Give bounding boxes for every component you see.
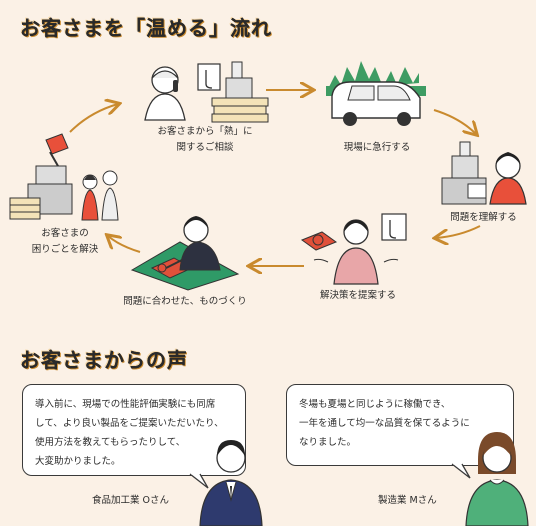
voice-text-2: 冬場も夏場と同じように稼働でき、 一年を通して均一な品質を保てるように なりまし… bbox=[299, 399, 470, 448]
voice-text-1: 導入前に、現場での性能評価実験にも同席 して、より良い製品をご提案いただいたり、… bbox=[35, 399, 224, 467]
arrow-resolved-to-consult bbox=[69, 104, 118, 133]
resolved-illustration bbox=[9, 133, 119, 221]
manufacturing-illustration bbox=[130, 216, 240, 291]
consultation-illustration bbox=[144, 61, 269, 123]
voice-bubble-1: 導入前に、現場での性能評価実験にも同席 して、より良い製品をご提案いただいたり、… bbox=[22, 384, 246, 476]
section-title-flow: お客さまを「温める」流れ bbox=[20, 16, 272, 40]
step-label-manufacture: 問題に合わせた、ものづくり bbox=[123, 296, 247, 307]
step-label-propose: 解決策を提案する bbox=[319, 290, 396, 301]
bubble-tail-2 bbox=[451, 461, 471, 479]
avatar-man bbox=[199, 440, 263, 526]
arrow-understand-to-propose bbox=[436, 225, 481, 238]
arrow-rush-to-understand bbox=[433, 109, 476, 134]
voice-name-2: 製造業 Mさん bbox=[378, 495, 437, 506]
step-label-resolved: お客さまの 困りごとを解決 bbox=[31, 228, 99, 255]
car-illustration bbox=[326, 61, 426, 126]
arrow-manufacture-to-resolved bbox=[108, 236, 141, 253]
bubble-tail-1 bbox=[189, 471, 209, 489]
step-label-understand: 問題を理解する bbox=[450, 212, 517, 223]
proposal-illustration bbox=[300, 213, 407, 285]
voice-bubble-2: 冬場も夏場と同じように稼働でき、 一年を通して均一な品質を保てるように なりまし… bbox=[286, 384, 514, 466]
voice-name-1: 食品加工業 Oさん bbox=[92, 495, 169, 506]
avatar-woman bbox=[465, 432, 529, 526]
understand-illustration bbox=[441, 141, 527, 205]
flow-arrows bbox=[69, 0, 481, 330]
step-label-rush: 現場に急行する bbox=[343, 142, 411, 153]
step-label-consultation: お客さまから「熱」に 関するご相談 bbox=[157, 126, 253, 153]
section-title-voices: お客さまからの声 bbox=[20, 348, 188, 372]
